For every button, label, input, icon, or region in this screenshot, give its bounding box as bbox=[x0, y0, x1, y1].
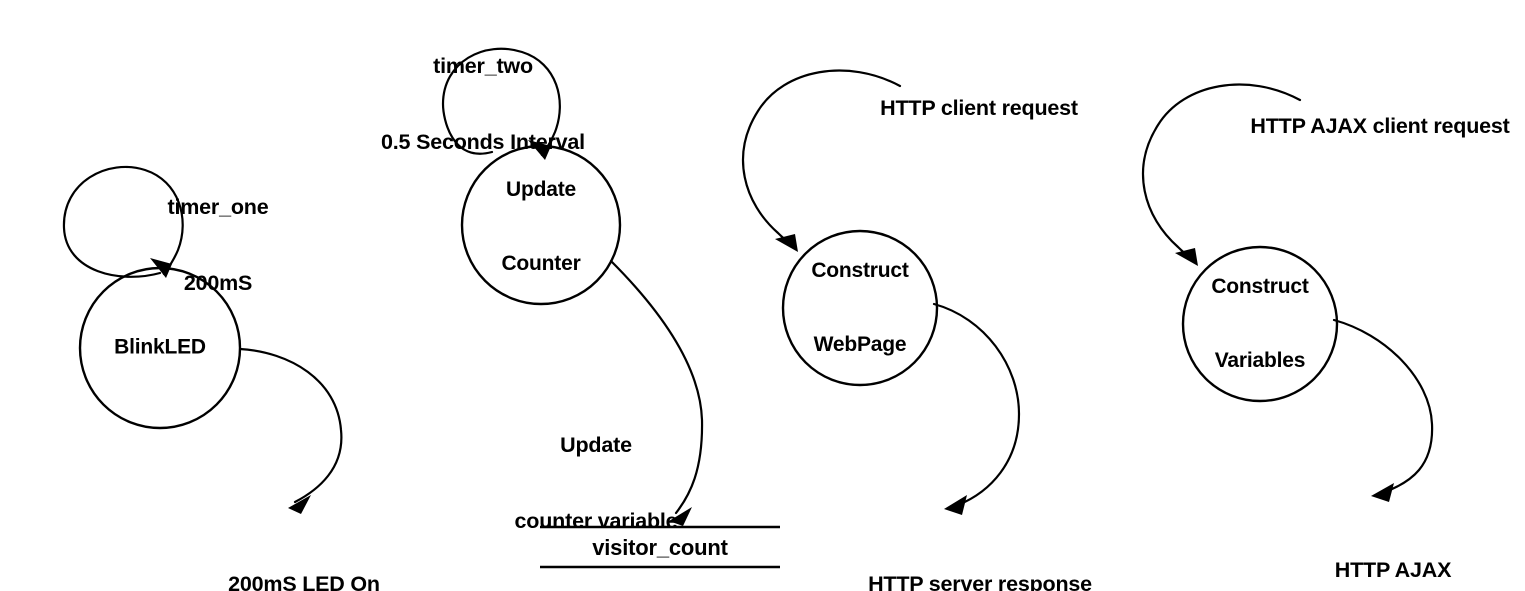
label-update-counter-variable-line1: Update bbox=[560, 432, 632, 457]
output-arc-http-ajax-server-response bbox=[1332, 318, 1434, 494]
self-loop-arc-timer-two bbox=[441, 47, 561, 157]
output-arrowhead-blink-led bbox=[288, 495, 311, 514]
label-http-server-response-line1: HTTP server response bbox=[868, 571, 1092, 591]
label-update-counter-line1: Update bbox=[506, 177, 576, 201]
label-update-counter-line2: Counter bbox=[501, 251, 581, 275]
group-construct-webpage bbox=[741, 69, 1021, 515]
label-timer-one-line1: timer_one bbox=[167, 194, 269, 219]
label-construct-variables-line1: Construct bbox=[1211, 274, 1309, 298]
input-arrowhead-http-ajax-client-request bbox=[1175, 248, 1198, 266]
label-update-counter: Update Counter bbox=[501, 128, 580, 326]
label-visitor-count: visitor_count bbox=[592, 535, 728, 561]
group-update-counter bbox=[441, 47, 780, 569]
output-arrowhead-http-ajax-server-response bbox=[1371, 483, 1394, 502]
label-http-ajax-server-response: HTTP AJAX server response Send to Client bbox=[1311, 507, 1474, 591]
output-arc-blink-led bbox=[238, 347, 343, 504]
input-arc-http-ajax-client-request bbox=[1141, 83, 1302, 261]
label-led-output-line1: 200mS LED On bbox=[228, 571, 380, 591]
process-circle-construct-webpage[interactable] bbox=[781, 229, 939, 387]
input-arrowhead-http-client-request bbox=[775, 234, 798, 252]
label-construct-webpage-line2: WebPage bbox=[813, 332, 907, 356]
label-update-counter-variable-line2: counter variable bbox=[514, 508, 678, 533]
process-circle-construct-variables[interactable] bbox=[1181, 245, 1339, 403]
label-construct-webpage: Construct WebPage bbox=[811, 209, 909, 407]
label-construct-webpage-line1: Construct bbox=[811, 258, 909, 282]
label-timer-two-line1: timer_two bbox=[433, 53, 533, 78]
label-http-client-request: HTTP client request bbox=[880, 96, 1078, 120]
output-arrowhead-http-server-response bbox=[944, 495, 967, 515]
label-timer-two-line2: 0.5 Seconds Interval bbox=[381, 129, 585, 154]
output-arc-http-server-response bbox=[932, 302, 1021, 507]
process-circle-update-counter[interactable] bbox=[460, 144, 622, 306]
flow-arrowhead-update-counter-to-store bbox=[669, 507, 692, 526]
flow-arc-update-counter-to-store bbox=[609, 259, 704, 515]
label-timer-two: timer_two 0.5 Seconds Interval bbox=[381, 3, 585, 206]
label-led-output: 200mS LED On 200mS LED Off bbox=[228, 521, 381, 591]
label-timer-one-line2: 200mS bbox=[183, 270, 253, 295]
label-http-ajax-server-response-line1: HTTP AJAX bbox=[1334, 557, 1452, 582]
input-arc-http-client-request bbox=[741, 69, 902, 247]
group-construct-variables bbox=[1141, 83, 1434, 502]
label-construct-variables-line2: Variables bbox=[1214, 348, 1306, 372]
label-update-counter-variable: Update counter variable bbox=[515, 382, 678, 585]
label-timer-one: timer_one 200mS bbox=[168, 144, 269, 347]
group-blink-led bbox=[62, 165, 343, 514]
label-construct-variables: Construct Variables bbox=[1211, 225, 1309, 423]
self-loop-arc-timer-one bbox=[62, 165, 184, 278]
label-blink-led: BlinkLED bbox=[114, 335, 206, 359]
label-http-server-response: HTTP server response Send to Client bbox=[868, 521, 1092, 591]
label-http-ajax-client-request: HTTP AJAX client request bbox=[1250, 114, 1510, 138]
